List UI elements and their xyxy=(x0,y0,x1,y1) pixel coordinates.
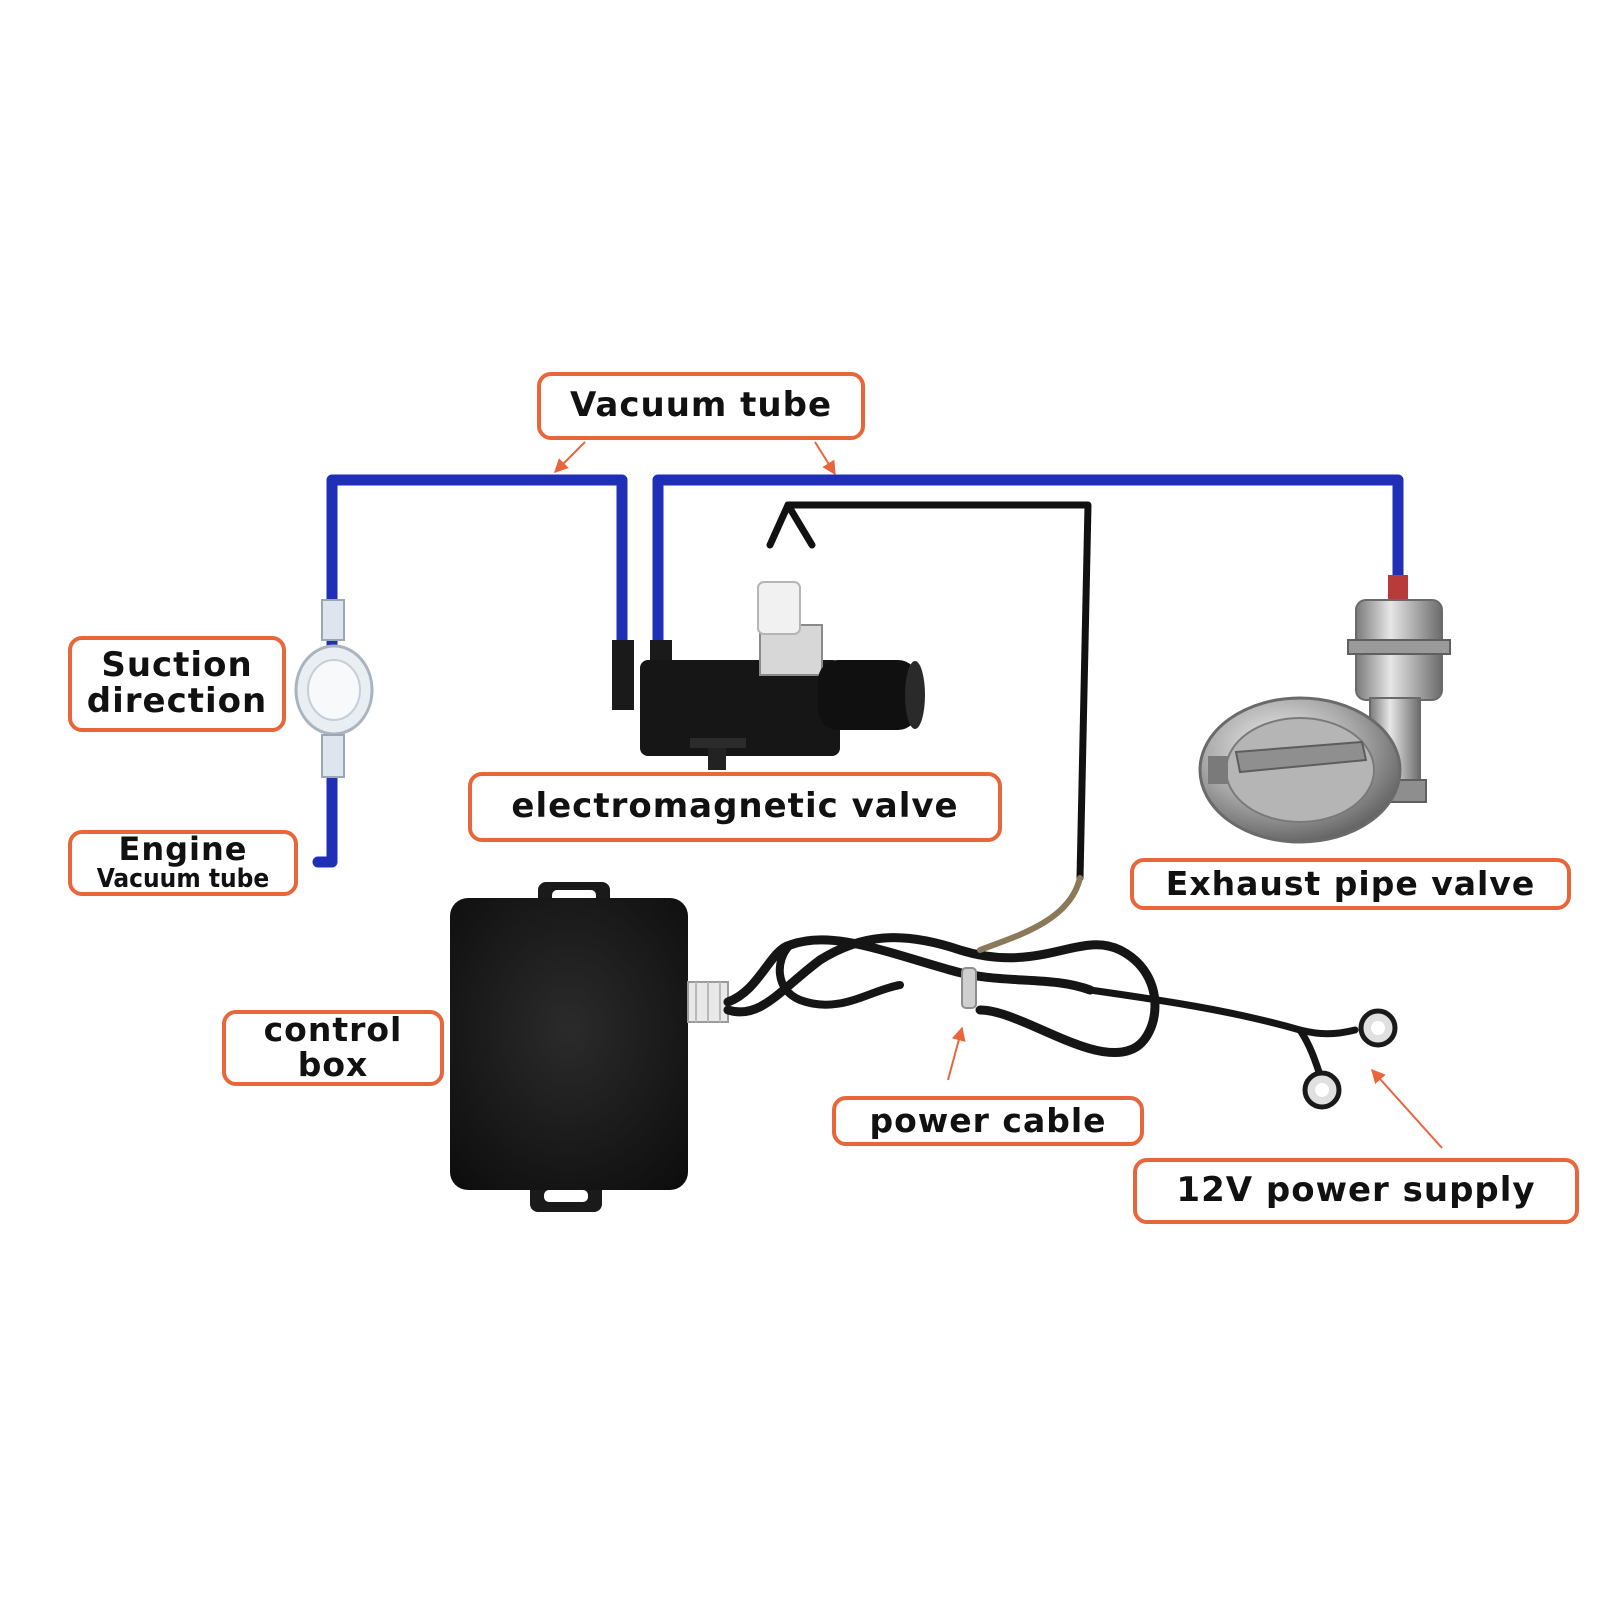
label-exhaust-pipe-valve: Exhaust pipe valve xyxy=(1130,858,1571,910)
label-power-cable: power cable xyxy=(832,1096,1144,1146)
arrow-vacuum-right xyxy=(814,441,836,476)
label-suction-line2: direction xyxy=(86,681,268,721)
inline-filter xyxy=(294,599,374,778)
vacuum-tube-left xyxy=(312,474,628,868)
label-vacuum-tube: Vacuum tube xyxy=(537,372,865,440)
exhaust-pipe-valve xyxy=(1198,575,1451,844)
vacuum-tube-lines xyxy=(312,474,1404,868)
pointer-arrows xyxy=(554,441,1443,1149)
label-electromagnetic-valve-text: electromagnetic valve xyxy=(511,786,959,827)
ring-terminals xyxy=(1302,1008,1398,1110)
arrow-12v xyxy=(1371,1068,1443,1149)
arrow-power-cable xyxy=(947,1026,966,1081)
label-power-cable-text: power cable xyxy=(869,1100,1107,1140)
label-12v-power-supply-text: 12V power supply xyxy=(1176,1170,1536,1211)
power-cable xyxy=(723,875,1359,1079)
label-suction-direction: Suction direction xyxy=(68,636,286,732)
label-suction-line1: Suction xyxy=(101,645,253,686)
label-control-line1: control xyxy=(263,1010,403,1050)
control-box xyxy=(450,882,729,1212)
label-exhaust-pipe-valve-text: Exhaust pipe valve xyxy=(1165,863,1536,903)
label-engine-vacuum-tube: Engine Vacuum tube xyxy=(68,830,298,896)
arrow-vacuum-left xyxy=(554,441,586,473)
label-engine-line2: Vacuum tube xyxy=(96,864,270,895)
electromagnetic-valve xyxy=(612,581,925,770)
label-electromagnetic-valve: electromagnetic valve xyxy=(468,772,1002,842)
label-control-line2: box xyxy=(297,1045,369,1084)
signal-wire xyxy=(766,501,1092,882)
label-vacuum-tube-text: Vacuum tube xyxy=(569,385,833,426)
label-12v-power-supply: 12V power supply xyxy=(1133,1158,1579,1224)
vacuum-tube-right xyxy=(652,474,1404,696)
label-control-box: control box xyxy=(222,1010,444,1086)
label-engine-line1: Engine xyxy=(118,829,248,868)
